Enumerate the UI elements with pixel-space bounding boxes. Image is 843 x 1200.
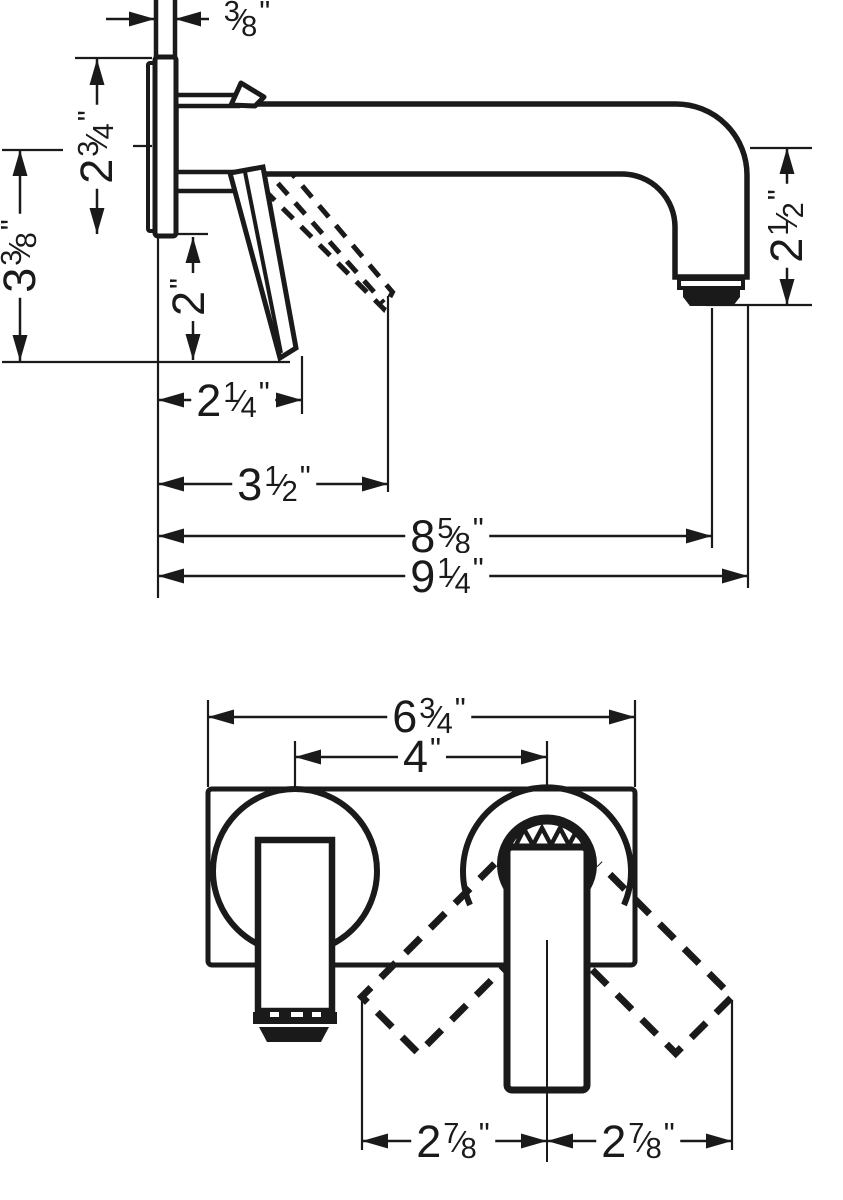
aerator-side [683,288,740,306]
dim-label-handle-swing: 31⁄2" [232,461,316,507]
handle-lever-solid [226,164,299,362]
handle-swing-dashed [356,861,738,1059]
dim-label-handle-length: 2" [163,272,214,322]
handle-escutcheon-arc [460,784,634,907]
handle-tip-piece [228,80,267,109]
spout-profile [173,101,750,280]
dim-label-swing-left: 27⁄8" [411,1118,495,1164]
wall-plate-front [152,54,179,239]
dim-label-spout-to-outlet: 85⁄8" [405,513,489,559]
dim-label-plate-width: 63⁄4" [387,693,471,739]
dim-label-handle-reach: 21⁄4" [191,377,275,423]
dim-label-overall-drop: 33⁄8" [0,214,45,298]
dim-label-pipe-width: 3⁄8" [216,0,276,42]
front-view-drawing [205,700,738,1162]
dim-label-outlet-height: 21⁄2" [761,184,812,268]
spout-front [254,836,336,1015]
dim-label-spout-reach: 91⁄4" [405,553,489,599]
supply-pipe [153,0,178,65]
side-extension-lines [2,56,812,598]
outlet-lip [677,277,745,290]
handle-lever-dashed [244,148,396,313]
aerator-front [253,1012,337,1042]
handle-collar [497,814,597,890]
collar-knurl-hatch [513,823,579,850]
dim-label-swing-right: 27⁄8" [596,1118,680,1164]
dim-label-center-distance: 4" [397,733,447,779]
dim-label-plate-height: 23⁄4" [71,105,122,189]
side-view-drawing [2,0,812,598]
